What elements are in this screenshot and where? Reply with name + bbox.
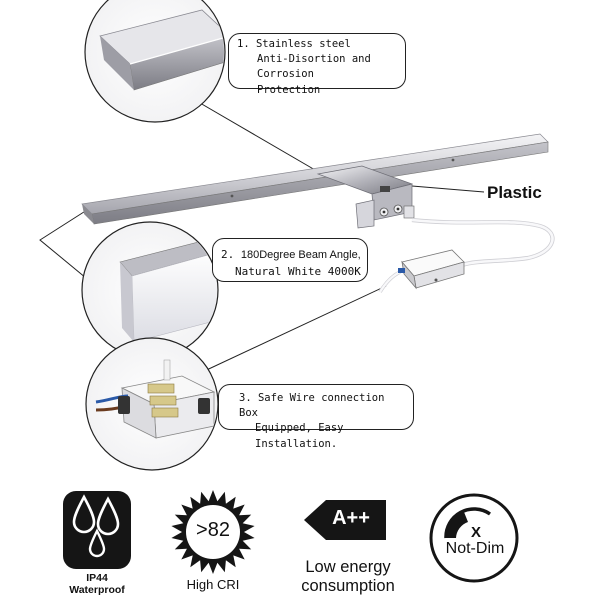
dimmer-x-mark: X	[470, 524, 481, 541]
callout-3-line-2: Equipped, Easy Installation.	[255, 422, 344, 450]
power-cable	[378, 217, 555, 293]
cri-value: >82	[196, 519, 230, 541]
cri-caption: High CRI	[170, 577, 256, 592]
callout-2-line-2: Natural White 4000K	[235, 264, 361, 278]
energy-caption-line-2: consumption	[301, 577, 395, 595]
diffuser-closeup-circle	[81, 221, 219, 359]
callout-1-line-1: Stainless steel	[255, 38, 351, 50]
dimmer-icon	[429, 493, 519, 583]
cri-caption-line-1: High CRI	[186, 577, 240, 592]
callout-1-line-3: Protection	[257, 83, 321, 96]
callout-2-number: 2.	[221, 248, 235, 261]
callout-3-number: 3.	[239, 392, 252, 404]
steel-closeup-circle	[84, 0, 226, 123]
callout-wire-box: 3. Safe Wire connection Box Equipped, Ea…	[218, 384, 414, 450]
ip44-caption-line-2: Waterproof	[69, 584, 125, 596]
connection-box	[398, 249, 465, 290]
plastic-label: Plastic	[487, 183, 542, 202]
mounting-bracket	[316, 165, 415, 229]
callout-1-number: 1.	[237, 38, 250, 50]
ip44-caption-line-1: IP44	[86, 572, 108, 584]
energy-rating: A++	[332, 507, 370, 529]
water-drops-icon	[63, 491, 131, 569]
ip44-caption: IP44 Waterproof	[50, 572, 144, 596]
leader-lines	[39, 95, 485, 375]
sun-burst-icon	[171, 490, 255, 574]
callout-1-line-2: Anti-Disortion and Corrosion	[257, 53, 371, 81]
callout-stainless-steel: 1. Stainless steel Anti-Disortion and Co…	[228, 33, 406, 96]
lamp-bar	[81, 133, 549, 225]
wire-box-closeup-circle	[85, 337, 219, 471]
callout-2-line-1: 180Degree Beam Angle,	[240, 249, 361, 261]
dimmer-label: Not-Dim	[445, 540, 505, 557]
energy-caption-line-1: Low energy	[305, 558, 391, 576]
callout-beam-angle: 2. 180Degree Beam Angle, Natural White 4…	[212, 238, 368, 282]
callout-3-line-1: Safe Wire connection Box	[239, 392, 385, 420]
energy-caption: Low energy consumption	[284, 558, 412, 596]
energy-arrow-icon	[304, 500, 386, 540]
